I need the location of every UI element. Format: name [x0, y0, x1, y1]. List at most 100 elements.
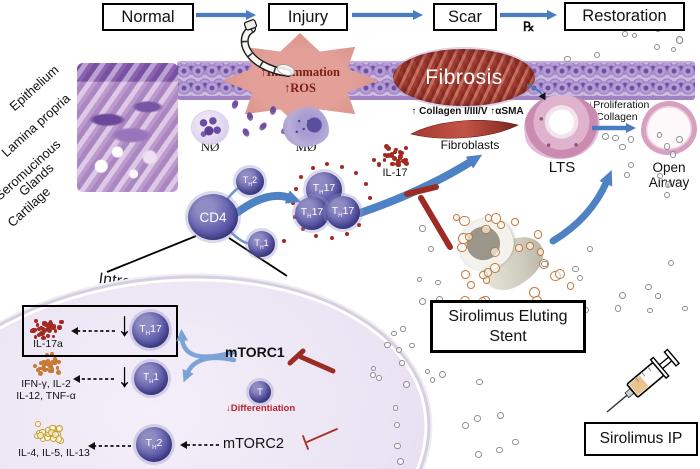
- cell-debris: [269, 105, 277, 116]
- ambient-below-stent: [473, 415, 481, 422]
- il17-arrow-cluster: [392, 156, 398, 162]
- ambient-right-mid: [619, 143, 626, 151]
- th1-cytokines-label: IFN-γ, IL-2 IL-12, TNF-α: [16, 378, 76, 402]
- il17-halo-dot: [281, 238, 287, 244]
- ambient-below-lts: [541, 260, 548, 267]
- il17-halo-dot: [356, 222, 362, 228]
- il17-arrow-cluster: [390, 161, 395, 167]
- ambient-cell-edge: [391, 330, 398, 337]
- ambient-below-lts: [587, 245, 594, 253]
- ambient-right-of-stent: [655, 293, 661, 299]
- stent-elution-rings: [554, 269, 565, 280]
- stent-elution-rings: [550, 270, 561, 281]
- rx-symbol: ℞: [523, 19, 535, 34]
- ambient-cell-edge: [438, 371, 447, 379]
- ambient-right-of-stent: [618, 292, 626, 300]
- ambient-top-right: [594, 52, 601, 59]
- il17-arrow-cluster: [398, 154, 404, 160]
- ambient-cell-edge: [395, 347, 402, 354]
- th17-cell: TH17: [326, 196, 360, 229]
- ambient-right-mid: [627, 136, 635, 144]
- ambient-right-of-stent: [644, 283, 652, 291]
- il17-label: IL-17: [382, 167, 408, 179]
- open-airway-label: Open Airway: [648, 160, 690, 191]
- sirolimus-stent-box: Sirolimus Eluting Stent: [430, 300, 586, 353]
- il17-arrow-cluster: [384, 143, 390, 149]
- flow-box-restoration: Restoration: [564, 2, 685, 31]
- th2-cell-mechanism: TH2: [136, 427, 172, 462]
- il17-arrow-cluster: [388, 152, 394, 158]
- il17-arrow-cluster: [402, 158, 408, 164]
- flow-box-normal: Normal: [102, 3, 194, 31]
- ambient-right-of-stent: [668, 259, 675, 267]
- ambient-right-mid: [612, 134, 619, 142]
- inflammation-text: ↑Inflammation: [260, 64, 340, 79]
- cell-debris: [241, 127, 251, 138]
- il17-arrow-cluster: [399, 150, 404, 156]
- stent-elution-rings: [533, 230, 543, 240]
- sirolimus-ip-box: Sirolimus IP: [584, 422, 698, 456]
- il17-arrow-cluster: [383, 153, 388, 158]
- ambient-left-of-stent: [435, 279, 441, 285]
- zoom-line-left: [106, 235, 197, 273]
- ros-text: ↑ROS: [284, 80, 316, 95]
- il17-halo-dot: [298, 174, 304, 180]
- ambient-below-stent: [512, 438, 519, 446]
- ambient-right-mid: [627, 161, 635, 169]
- ambient-cell-edge: [424, 369, 430, 375]
- stent-elution-rings: [528, 286, 541, 298]
- th2-cytokines-label: IL-4, IL-5, IL-13: [18, 447, 90, 459]
- ambient-cell-edge: [476, 378, 484, 386]
- arrow-cd4-to-th17: [234, 190, 302, 216]
- il17a-label: IL-17a: [33, 338, 63, 350]
- fibroblast-cell: [410, 120, 519, 139]
- ambient-top-right: [670, 47, 677, 53]
- ambient-top-right: [676, 36, 684, 44]
- il17-halo-dot: [313, 233, 319, 239]
- ambient-below-lts: [577, 275, 584, 282]
- il17-halo-dot: [310, 165, 316, 171]
- ambient-left-of-stent: [419, 225, 426, 232]
- il17-arrow-cluster: [401, 158, 406, 164]
- fibrosis-title: Fibrosis: [425, 65, 503, 89]
- flow-box-injury: Injury: [268, 3, 348, 31]
- il17-arrow-cluster: [393, 150, 397, 154]
- cd4-cell: CD4: [188, 194, 238, 240]
- ambient-left-of-stent: [419, 298, 426, 306]
- stent-elution-rings: [453, 213, 461, 222]
- differentiation-label: ↓Differentiation: [226, 403, 296, 414]
- ambient-right-mid: [601, 132, 609, 140]
- il17-arrow-cluster: [397, 149, 402, 154]
- il17-halo-dot: [344, 231, 350, 237]
- il17-halo-dot: [371, 157, 377, 163]
- il17-halo-dot: [339, 164, 345, 170]
- ambient-cell-edge: [430, 377, 436, 383]
- ambient-cell-edge: [400, 326, 406, 332]
- ambient-top-right: [653, 43, 661, 51]
- ambient-below-lts: [572, 265, 579, 273]
- il17-arrow-cluster: [394, 161, 400, 167]
- ambient-below-stent: [462, 422, 469, 429]
- il17-arrow-cluster: [397, 160, 402, 164]
- ambient-left-of-stent: [416, 276, 423, 283]
- il17-halo-dot: [353, 170, 359, 176]
- ambient-below-stent: [475, 451, 482, 458]
- neutrophil-cell: [192, 111, 228, 144]
- il17-halo-dot: [367, 195, 373, 201]
- ambient-right-of-stent: [647, 308, 653, 314]
- il17-halo-dot: [293, 186, 299, 192]
- il17-arrow-cluster: [404, 146, 408, 151]
- arrow-stent-to-restoration: [549, 169, 613, 245]
- flow-box-scar: Scar: [433, 3, 497, 31]
- mtorc1-label: mTORC1: [225, 344, 285, 360]
- stent-elution-rings: [461, 270, 471, 280]
- ambient-below-stent: [495, 446, 503, 454]
- naive-t-cell: T: [249, 381, 271, 403]
- il17-arrow-cluster: [395, 159, 401, 164]
- macrophage-cell: [283, 107, 329, 147]
- fibroblasts-label: Fibroblasts: [440, 138, 500, 152]
- collagen-markers-label: ↑ Collagen I/III/V ↑αSMA: [411, 106, 524, 117]
- open-airway-ring: [641, 101, 697, 155]
- fibrosis-mass: Fibrosis: [393, 49, 535, 106]
